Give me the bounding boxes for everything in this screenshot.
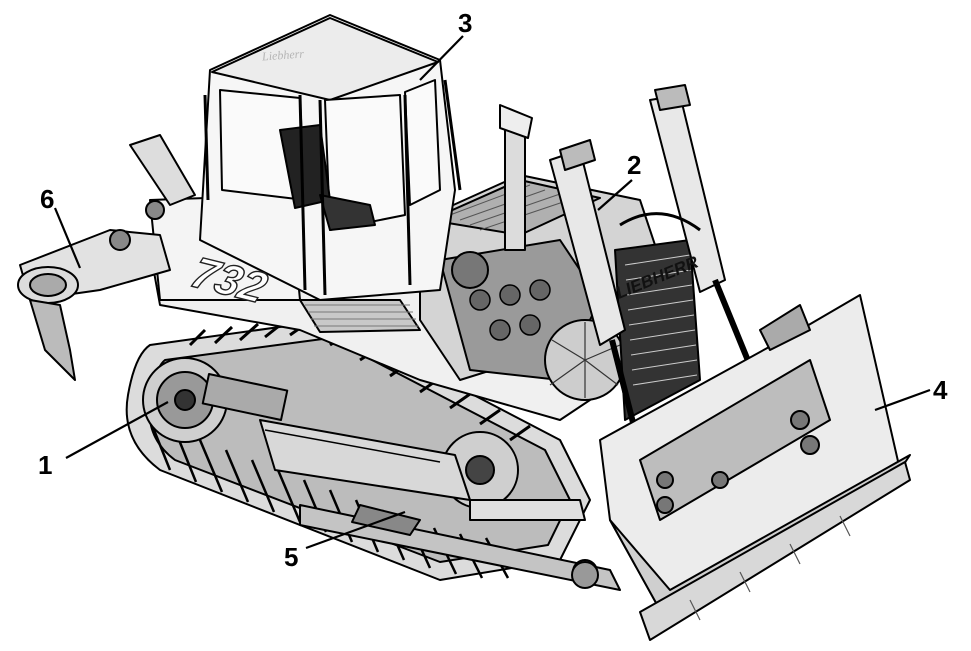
dozer-blade bbox=[599, 294, 911, 641]
leader-line-4 bbox=[874, 388, 931, 412]
callout-4: 4 bbox=[933, 375, 948, 405]
rear-ripper bbox=[17, 134, 196, 381]
leader-line-3 bbox=[419, 35, 464, 81]
leader-line-1 bbox=[65, 401, 169, 459]
radiator-grille bbox=[614, 239, 701, 421]
operator-cab bbox=[199, 14, 462, 301]
leader-line-2 bbox=[597, 179, 633, 211]
callout-6: 6 bbox=[40, 184, 55, 214]
callout-3: 3 bbox=[458, 8, 473, 38]
exhaust-stack bbox=[499, 104, 533, 251]
callout-2: 2 bbox=[627, 150, 642, 180]
callout-1: 1 bbox=[38, 450, 53, 480]
final-drive-sprocket bbox=[142, 357, 289, 443]
leader-lines bbox=[53, 35, 931, 550]
callout-5: 5 bbox=[284, 542, 299, 572]
leader-line-5 bbox=[305, 510, 406, 550]
leader-line-6 bbox=[53, 207, 82, 269]
cab-roof-watermark: Liebherr bbox=[261, 46, 305, 64]
